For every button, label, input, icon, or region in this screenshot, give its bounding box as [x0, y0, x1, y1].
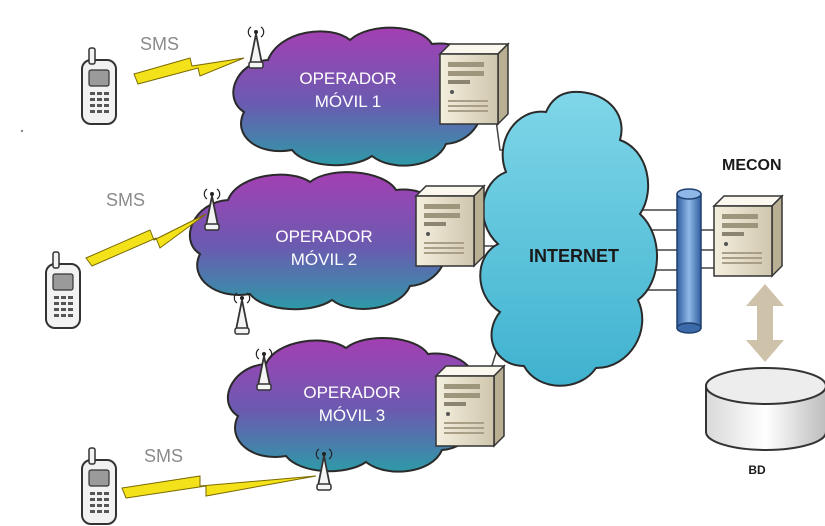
- sms-label-1: SMS: [140, 34, 179, 54]
- operator-1-name: OPERADOR: [299, 69, 396, 88]
- internet-cloud: INTERNET: [479, 90, 658, 387]
- operator-2-name: OPERADOR: [275, 227, 372, 246]
- mecon-server-icon: [713, 195, 783, 277]
- operator-2-number: MÓVIL 2: [291, 250, 357, 269]
- db-label: BD: [748, 463, 766, 477]
- network-backbone: [676, 188, 702, 334]
- operator-cloud-3: OPERADOR MÓVIL 3: [226, 337, 480, 473]
- mobile-phone-icon: [81, 47, 117, 125]
- antenna-tower-icon: [247, 26, 265, 69]
- operator-3-name: OPERADOR: [303, 383, 400, 402]
- mobile-phone-icon: [81, 447, 117, 525]
- sms-signal-lightning-1: [133, 57, 245, 85]
- mobile-phone-icon: [45, 251, 81, 329]
- antenna-tower-icon: [233, 292, 251, 335]
- operator-1-number: MÓVIL 1: [315, 92, 381, 111]
- operator-3-server-icon: [435, 365, 505, 447]
- stray-dot: [20, 129, 24, 133]
- database-cylinder-icon: [705, 367, 825, 451]
- operator-cloud-2: OPERADOR MÓVIL 2: [189, 171, 448, 311]
- sms-signal-lightning-2: [85, 213, 207, 267]
- sms-label-2: SMS: [106, 190, 145, 210]
- operator-cloud-1: OPERADOR MÓVIL 1: [232, 26, 484, 167]
- mecon-label: MECON: [722, 157, 782, 174]
- sms-signal-lightning-3: [121, 475, 317, 499]
- operator-3-number: MÓVIL 3: [319, 406, 385, 425]
- sms-label-3: SMS: [144, 446, 183, 466]
- operator-1-server-icon: [439, 43, 509, 125]
- internet-label: INTERNET: [529, 246, 619, 266]
- db-sync-arrow-icon: [746, 284, 784, 362]
- operator-2-server-icon: [415, 185, 485, 267]
